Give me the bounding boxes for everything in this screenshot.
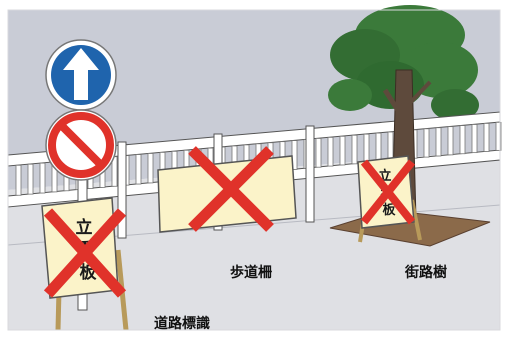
fence-baluster bbox=[315, 138, 322, 168]
fence-baluster bbox=[459, 125, 466, 155]
up-arrow-icon bbox=[45, 39, 117, 111]
cross-mark-icon bbox=[360, 159, 416, 225]
label-road-sign: 道路標識 bbox=[154, 316, 210, 332]
fence-baluster bbox=[387, 131, 394, 161]
label-fence: 歩道柵 bbox=[230, 265, 272, 281]
right-board-char-3: 板 bbox=[382, 202, 396, 218]
fence-baluster bbox=[483, 123, 490, 152]
fence-baluster bbox=[291, 140, 298, 170]
fence-baluster bbox=[351, 134, 358, 165]
fence-baluster bbox=[339, 135, 346, 166]
fence-baluster bbox=[27, 163, 34, 195]
cross-mark-icon bbox=[188, 146, 274, 232]
fence-baluster bbox=[495, 121, 502, 151]
label-street-tree: 街路樹 bbox=[405, 265, 447, 281]
fence-baluster bbox=[471, 124, 478, 154]
cross-mark-icon bbox=[43, 208, 127, 298]
fence-baluster bbox=[375, 132, 382, 162]
left-board-char-1: 立 bbox=[76, 217, 93, 238]
fence-baluster bbox=[39, 162, 46, 194]
fence-baluster bbox=[435, 127, 442, 157]
no-entry-icon bbox=[45, 109, 117, 181]
frame-border bbox=[7, 9, 501, 331]
fence-baluster bbox=[447, 126, 454, 156]
fence-baluster bbox=[135, 154, 142, 185]
fence-baluster bbox=[423, 128, 430, 158]
fence-baluster bbox=[327, 136, 334, 167]
fence-baluster bbox=[363, 133, 370, 164]
fence-baluster bbox=[147, 153, 154, 184]
fence-baluster bbox=[15, 164, 22, 196]
